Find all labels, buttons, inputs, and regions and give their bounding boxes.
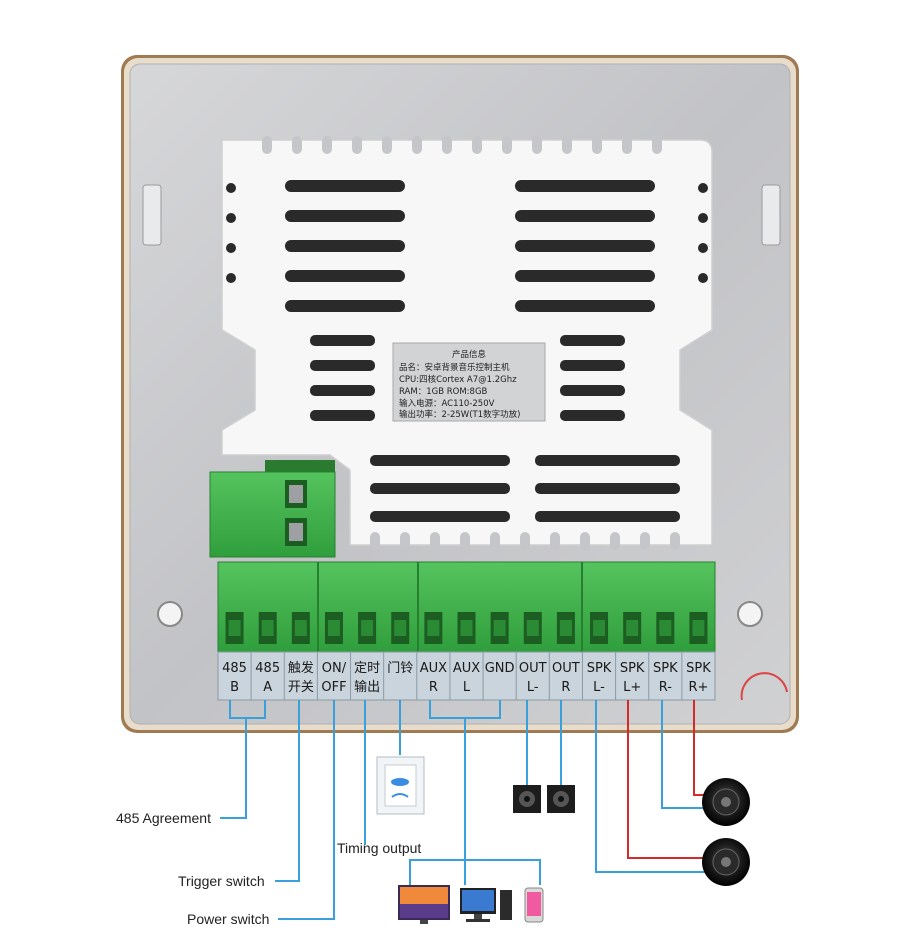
doorbell-icon — [376, 756, 425, 815]
terminal-label-top: SPK — [686, 661, 711, 676]
terminal-label-top: OUT — [552, 661, 580, 676]
screw-hole-right — [737, 601, 763, 627]
product-info-title: 产品信息 — [452, 349, 487, 360]
product-info-line: 输入电源：AC110-250V — [399, 398, 495, 409]
terminal-label-top: ON/ — [322, 661, 347, 676]
terminal-label-top: 485 — [222, 661, 247, 676]
terminal-screw — [526, 620, 539, 636]
terminal-strip — [217, 561, 716, 653]
terminal-screw — [427, 620, 440, 636]
terminal-label-bottom: A — [263, 680, 272, 695]
label-power-switch: Power switch — [187, 911, 269, 927]
wire-aux-sources — [409, 859, 541, 885]
terminal-screw — [294, 620, 307, 636]
terminal-label-bottom: L- — [527, 680, 539, 695]
product-info-line: CPU:四核Cortex A7@1.2Ghz — [399, 374, 517, 385]
terminal-screw — [593, 620, 606, 636]
terminal-screw — [327, 620, 340, 636]
screw-hole-left — [157, 601, 183, 627]
terminal-screw — [361, 620, 374, 636]
terminal-label-bottom: 开关 — [288, 680, 314, 695]
terminal-label-top: OUT — [519, 661, 547, 676]
product-info-line: 品名：安卓背景音乐控制主机 — [399, 362, 510, 373]
terminal-label-bottom: R — [561, 680, 570, 695]
terminal-label-bottom: R — [429, 680, 438, 695]
label-485-agreement: 485 Agreement — [116, 810, 211, 826]
terminal-label-bottom: L+ — [623, 680, 641, 695]
wire-485-lead — [220, 718, 247, 819]
wire-spk-r-minus — [661, 700, 705, 809]
terminal-screw — [460, 620, 473, 636]
wire-485 — [229, 700, 266, 719]
terminal-screw — [692, 620, 705, 636]
product-info-line: 输出功率：2-25W(T1数字功放) — [399, 409, 520, 420]
terminal-label-bottom: L — [463, 680, 471, 695]
wire-spk-l-minus — [595, 700, 705, 873]
housing-top-notches — [262, 136, 662, 154]
terminal-screw — [626, 620, 639, 636]
product-info-label: 产品信息 品名：安卓背景音乐控制主机 CPU:四核Cortex A7@1.2Gh… — [392, 342, 546, 422]
wire-trigger — [275, 700, 300, 882]
terminal-screw — [261, 620, 274, 636]
label-trigger-switch: Trigger switch — [178, 873, 265, 889]
label-timing-output: Timing output — [337, 840, 421, 856]
terminal-label-top: SPK — [653, 661, 678, 676]
terminal-label-top: 定时 — [354, 661, 380, 676]
terminal-label-bottom: R+ — [688, 680, 708, 695]
vent-slots-upper — [226, 180, 708, 312]
ceiling-speaker-icon — [702, 838, 750, 886]
smartphone-icon — [524, 887, 544, 923]
wire-spk-r-plus — [693, 700, 705, 796]
terminal-screw — [394, 620, 407, 636]
terminal-label-bottom: OFF — [321, 680, 346, 695]
terminal-label-bottom: L- — [593, 680, 605, 695]
terminal-screw — [493, 620, 506, 636]
terminal-label-bottom: R- — [659, 680, 673, 695]
terminal-label-top: GND — [485, 661, 515, 676]
wire-spk-l-plus — [627, 700, 705, 859]
terminal-screw — [659, 620, 672, 636]
terminal-label-top: SPK — [620, 661, 645, 676]
terminal-screw — [228, 620, 241, 636]
terminal-label-top: AUX — [420, 661, 447, 676]
terminal-label-top: SPK — [587, 661, 612, 676]
terminal-label-top: AUX — [453, 661, 480, 676]
wire-power — [278, 700, 335, 920]
housing-bottom-notches — [370, 532, 680, 550]
tv-icon — [398, 885, 450, 924]
wiring — [220, 700, 705, 920]
vent-slots-middle — [310, 335, 680, 522]
ceiling-speaker-icon — [702, 778, 750, 826]
desktop-computer-icon — [460, 888, 512, 922]
terminal-label-bottom: B — [230, 680, 239, 695]
terminal-label-top: 门铃 — [387, 661, 413, 676]
terminal-label-top: 485 — [255, 661, 280, 676]
power-terminal-block — [209, 460, 336, 558]
terminal-label-top: 触发 — [288, 660, 314, 676]
active-speaker-icon — [513, 785, 575, 813]
terminal-label-bottom: 输出 — [354, 679, 380, 695]
product-info-line: RAM：1GB ROM:8GB — [399, 387, 488, 397]
terminal-screw — [559, 620, 572, 636]
